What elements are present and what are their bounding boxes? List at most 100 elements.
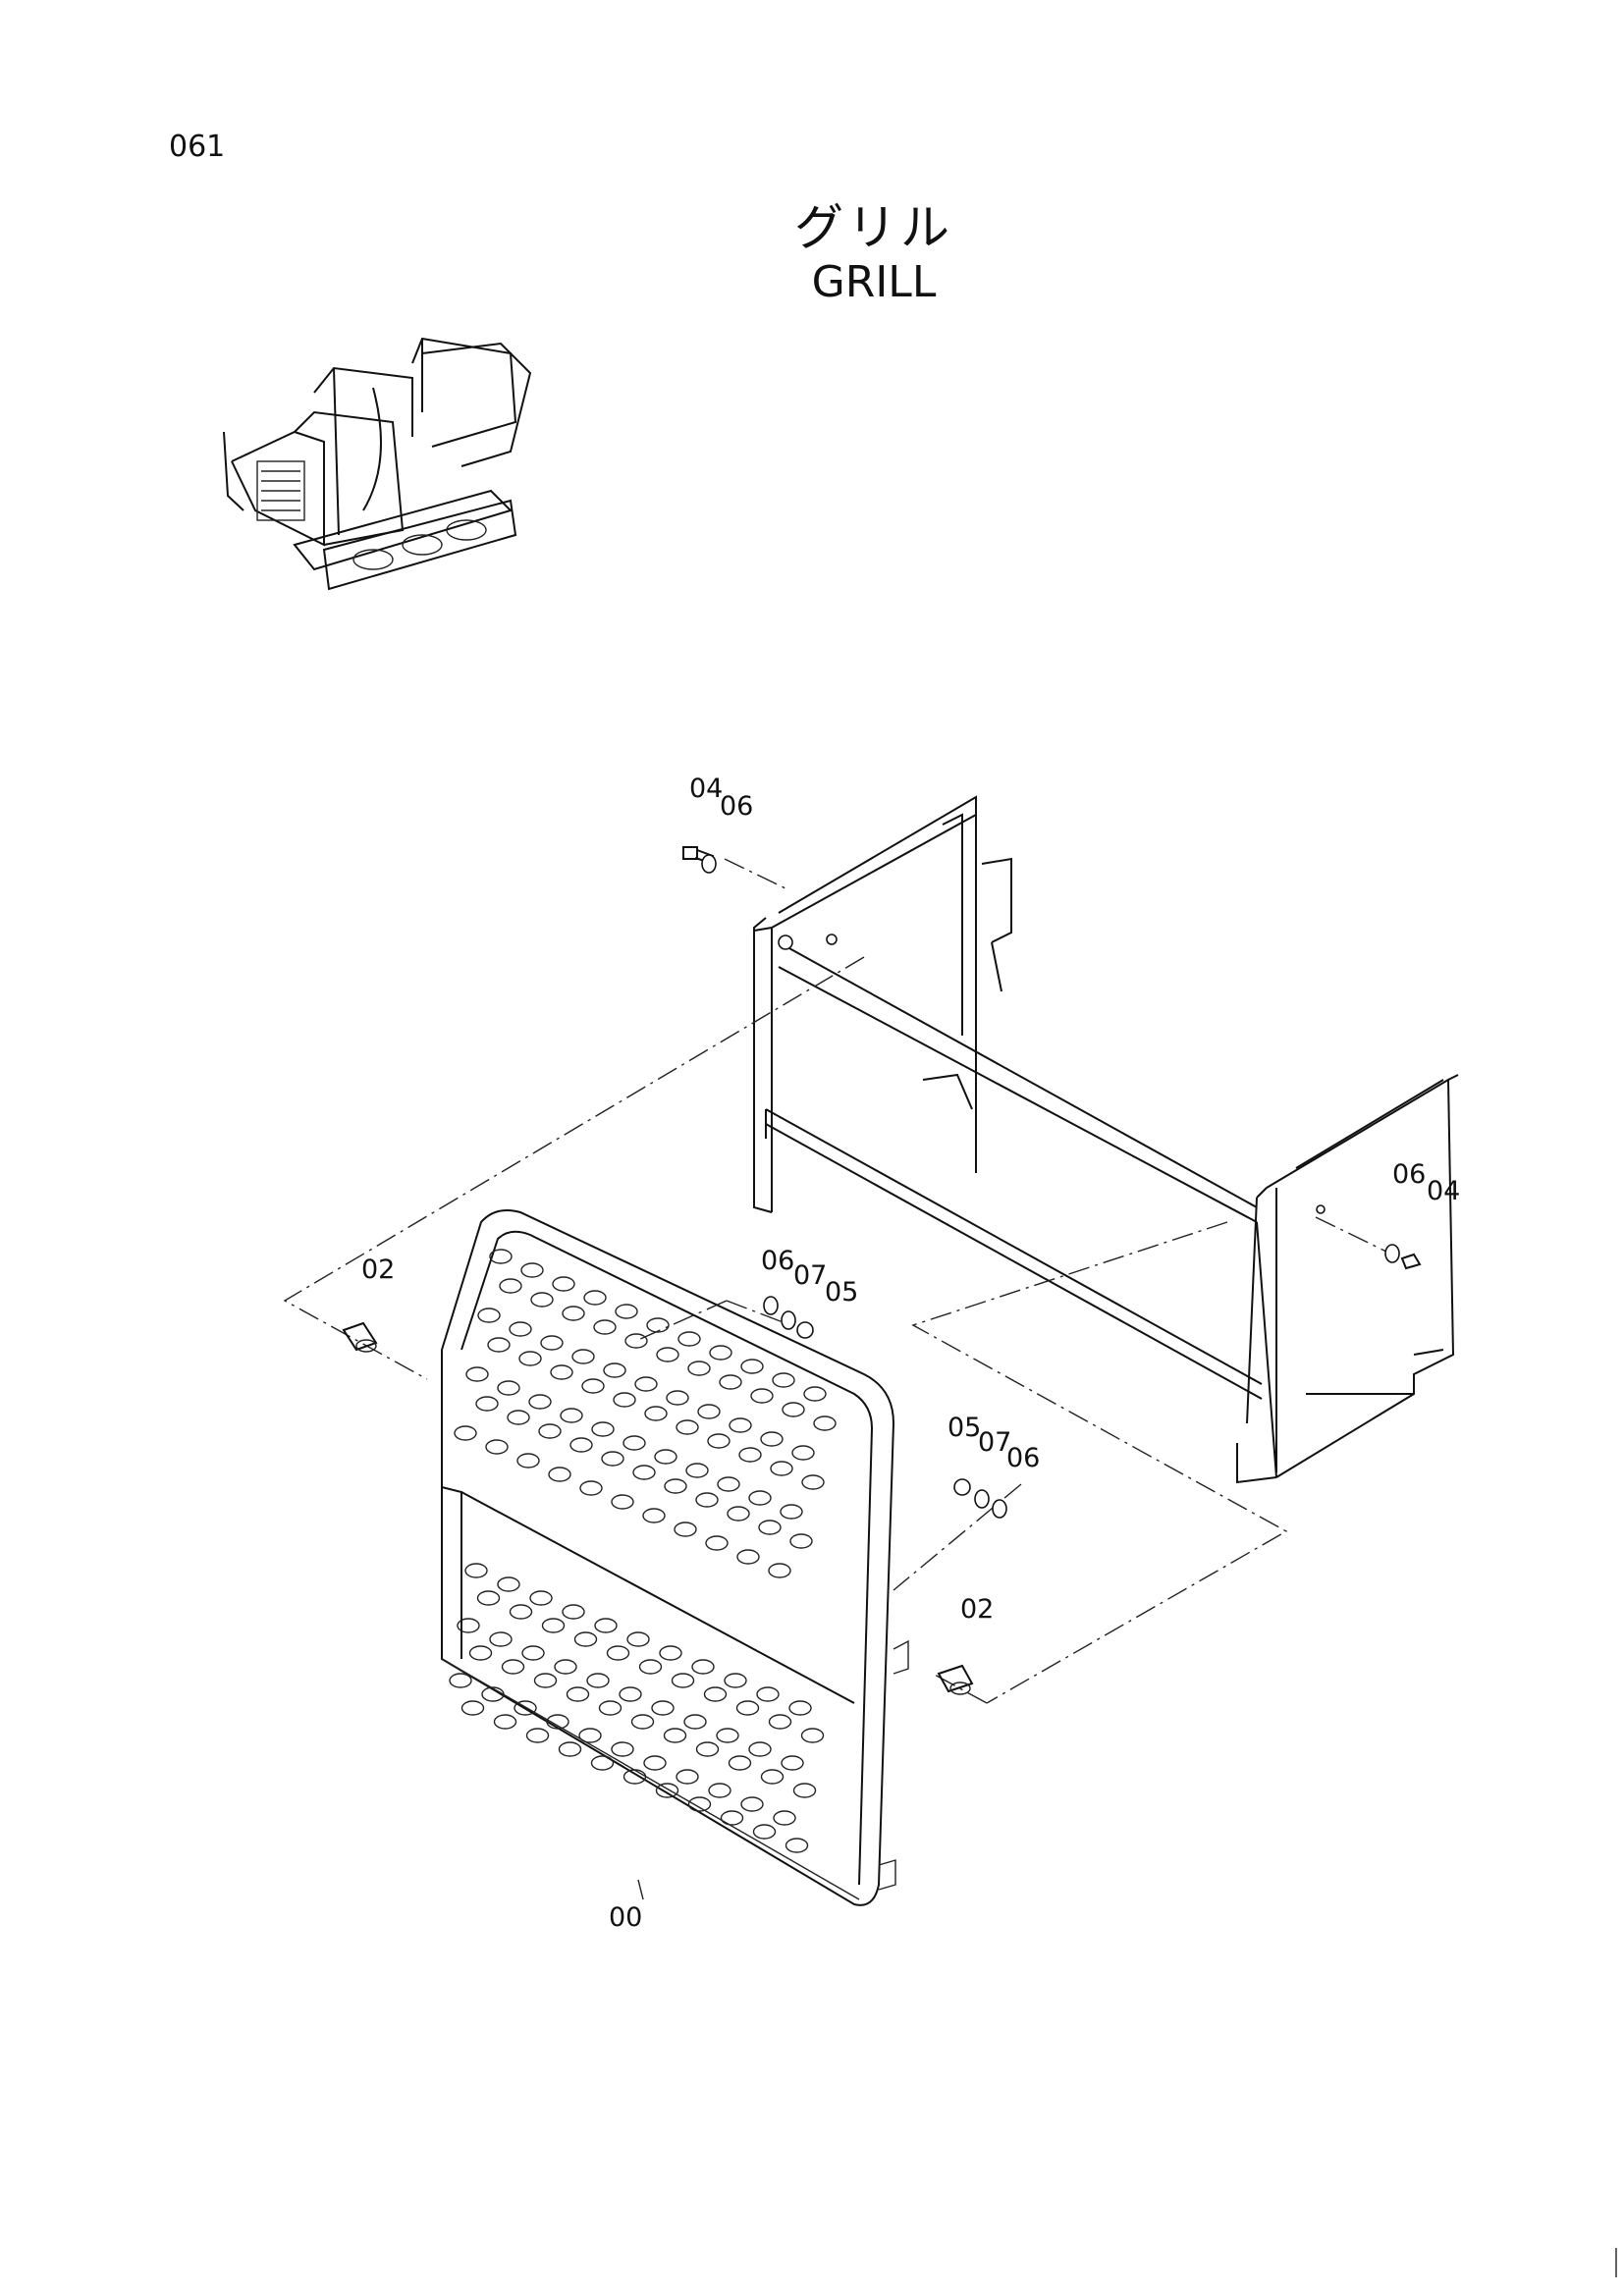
grill-hole <box>791 1445 815 1461</box>
grill-hole <box>465 1366 489 1382</box>
callout-02-left: 02 <box>361 1255 395 1285</box>
grill-perforations <box>449 1249 837 1853</box>
grill-hole <box>540 1335 564 1351</box>
grill-hole <box>571 1349 595 1364</box>
grill-hole <box>615 1304 638 1319</box>
bolt-04-right <box>1400 1253 1422 1270</box>
grill-hole <box>773 1810 796 1826</box>
grill-hole <box>671 1673 695 1688</box>
washer-07-upper <box>781 1310 796 1330</box>
grill-hole <box>591 1421 615 1437</box>
grill-hole <box>695 1492 719 1508</box>
grill-hole <box>697 1404 721 1419</box>
grill-hole <box>642 1508 666 1523</box>
grill-hole <box>676 1419 699 1435</box>
grill-hole <box>643 1755 667 1771</box>
grill-hole <box>663 1728 687 1743</box>
grill-hole <box>541 1618 566 1633</box>
grill-hole <box>603 1362 626 1378</box>
grill-hole <box>581 1378 605 1394</box>
grill-hole <box>520 1262 544 1278</box>
grill-hole <box>514 1700 537 1716</box>
grill-hole <box>529 1590 553 1606</box>
grill-hole <box>813 1415 837 1431</box>
grill-hole <box>782 1402 805 1417</box>
callout-06-upper: 06 <box>761 1246 794 1276</box>
grill-hole <box>457 1618 480 1633</box>
grill-hole <box>709 1345 732 1361</box>
grill-hole <box>644 1406 668 1421</box>
grill-hole <box>569 1437 593 1453</box>
grill-hole <box>601 1451 624 1467</box>
grill-hole <box>611 1494 634 1510</box>
grill-hole <box>768 1714 792 1730</box>
grill-hole <box>695 1741 720 1757</box>
grill-hole <box>659 1645 682 1661</box>
grill-hole <box>518 1351 542 1366</box>
washer-06-upper <box>763 1296 779 1315</box>
callout-02-right: 02 <box>960 1594 994 1625</box>
page-title-english: GRILL <box>811 257 937 307</box>
grill-hole <box>624 1333 648 1349</box>
grill-hole <box>781 1755 804 1771</box>
grill-hole <box>477 1308 501 1323</box>
callout-07-upper: 07 <box>793 1260 827 1291</box>
page-number: 061 <box>169 130 226 164</box>
callout-06-top: 06 <box>720 791 753 822</box>
grill-hole <box>623 1435 646 1451</box>
grill-hole <box>548 1467 571 1482</box>
grill-hole <box>758 1520 782 1535</box>
grill-hole <box>593 1319 617 1335</box>
callout-06-lower: 06 <box>1006 1443 1040 1473</box>
callout-06-right: 06 <box>1392 1159 1426 1190</box>
grill-hole <box>460 1700 485 1716</box>
grill-hole <box>772 1372 795 1388</box>
grill-hole <box>507 1410 530 1425</box>
grill-hole <box>525 1728 550 1743</box>
grill-hole <box>683 1714 707 1730</box>
grill-hole <box>454 1425 477 1441</box>
grill-hole <box>703 1686 728 1702</box>
grill-hole <box>750 1388 774 1404</box>
grill-hole <box>487 1337 511 1353</box>
grill-hole <box>646 1317 670 1333</box>
grill-hole <box>760 1431 784 1447</box>
grill-hole <box>654 1449 677 1465</box>
grill-hole <box>489 1249 513 1264</box>
grill-hole <box>676 1769 699 1785</box>
grill-hole <box>740 1359 764 1374</box>
grill-hole <box>708 1783 731 1798</box>
grill-hole <box>493 1714 517 1730</box>
vehicle-thumbnail <box>223 337 532 591</box>
page-title-japanese: グリル <box>794 199 953 256</box>
grill-hole <box>598 1700 623 1716</box>
grill-hole <box>707 1433 731 1449</box>
grill-hole <box>464 1563 488 1578</box>
grill-hole <box>560 1408 583 1423</box>
grill-hole <box>509 1604 533 1620</box>
grill-hole <box>623 1769 647 1785</box>
grill-hole <box>566 1686 590 1702</box>
grill-hole <box>770 1461 793 1476</box>
washer-06-top <box>701 854 717 874</box>
grill-hole <box>716 1728 739 1743</box>
leader-00 <box>637 1879 644 1900</box>
grill-hole <box>792 1783 817 1798</box>
grill-hole <box>677 1331 701 1347</box>
grill-hole <box>728 1755 752 1771</box>
grill-hole <box>578 1728 602 1743</box>
grill-hole <box>619 1686 642 1702</box>
collar-02-left <box>342 1321 378 1353</box>
grill-hole <box>634 1376 658 1392</box>
grill-hole <box>521 1645 545 1661</box>
grill-hole <box>801 1474 825 1490</box>
callout-05-upper: 05 <box>825 1277 858 1308</box>
grill-hole <box>655 1783 679 1798</box>
washer-06-lower <box>992 1499 1007 1519</box>
grill-hole <box>538 1423 562 1439</box>
grill-hole <box>687 1361 711 1376</box>
grill-hole <box>780 1504 803 1520</box>
grill-hole <box>768 1563 791 1578</box>
callout-04-right: 04 <box>1427 1176 1460 1206</box>
